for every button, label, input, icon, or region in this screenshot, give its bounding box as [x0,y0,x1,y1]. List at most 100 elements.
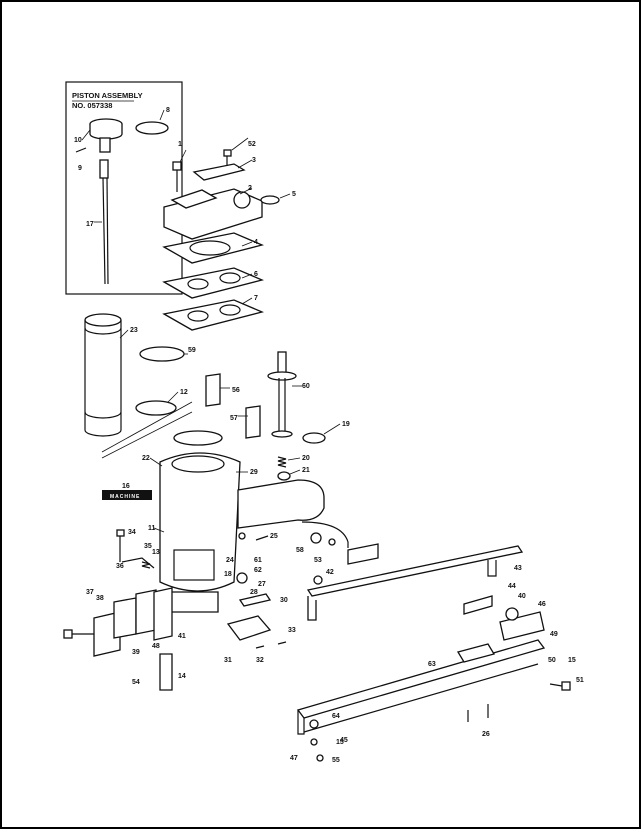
part-latch [463,595,493,615]
callout-56: 56 [232,387,240,394]
callout-33: 33 [288,627,296,634]
callout-36: 36 [116,563,124,570]
callout-10: 10 [74,137,82,144]
callout-42: 42 [326,569,334,576]
callout-45: 45 [340,737,348,744]
part-cylinder-cap [163,188,263,240]
inset-frame [65,81,183,295]
part-valve-plug [277,471,291,481]
part-long-screw [116,529,125,562]
part-trigger-valve [236,572,248,584]
part-trigger [238,593,272,607]
callout-37: 37 [86,589,94,596]
part-valve-o-ring [302,432,326,444]
callout-60: 60 [302,383,310,390]
part-filter [245,405,261,439]
callout-1: 1 [178,141,182,148]
callout-13: 13 [152,549,160,556]
callout-34: 34 [128,529,136,536]
part-bracket [456,643,496,663]
part-driver-blade [99,159,109,285]
part-contact-arm [159,653,173,691]
leader-lines [81,109,341,533]
callout-2: 2 [248,185,252,192]
inset-part-number: NO. 057338 [72,101,112,110]
callout-16: 16 [122,483,130,490]
callout-20: 20 [302,455,310,462]
part-cylinder-o-ring [139,346,185,362]
callout-15a: 15 [568,657,576,664]
part-gasket [162,299,265,331]
callout-41: 41 [178,633,186,640]
callout-9: 9 [78,165,82,172]
part-valve-spring [277,456,287,468]
callout-26: 26 [482,731,490,738]
callout-48: 48 [152,643,160,650]
callout-51: 51 [576,677,584,684]
callout-62: 62 [254,567,262,574]
callout-38: 38 [96,595,104,602]
callout-11: 11 [148,525,156,532]
part-o-ring [135,121,169,135]
callout-57: 57 [230,415,238,422]
part-cap-screw [172,161,182,192]
part-deflector [192,163,246,181]
callout-18: 18 [224,571,232,578]
decal-text: MACHINE [110,494,140,500]
callout-3: 3 [252,157,256,164]
part-screen [205,373,221,407]
part-trigger-housing [226,615,272,641]
callout-24: 24 [226,557,234,564]
part-frame-housing [159,430,349,613]
part-valve-stem [267,351,297,438]
callout-27: 27 [258,581,266,588]
callout-5: 5 [292,191,296,198]
callout-14: 14 [178,673,186,680]
callout-50: 50 [548,657,556,664]
part-magazine-rail [306,543,524,621]
callout-8: 8 [166,107,170,114]
callout-64: 64 [332,713,340,720]
callout-29: 29 [250,469,258,476]
callout-35: 35 [144,543,152,550]
part-pusher-track [296,639,546,735]
callout-19: 19 [342,421,350,428]
part-nose-screw [63,629,94,639]
part-trigger-roll-pin [255,645,265,649]
part-guide-plate [135,589,157,635]
callout-31: 31 [224,657,232,664]
part-latch-housing [499,611,545,641]
part-deflector-screw [223,149,232,166]
callout-43: 43 [514,565,522,572]
callout-25: 25 [270,533,278,540]
part-small-spring [238,532,246,540]
callout-61: 61 [254,557,262,564]
part-bumper-ring [135,400,177,416]
callout-30: 30 [280,597,288,604]
callout-12: 12 [180,389,188,396]
callout-53: 53 [314,557,322,564]
callout-28: 28 [250,589,258,596]
callout-59: 59 [188,347,196,354]
callout-46: 46 [538,601,546,608]
callout-40: 40 [518,593,526,600]
callout-labels: 1 2 3 4 5 6 7 8 9 10 11 12 13 14 15 15 1… [74,107,584,764]
part-track-washer [310,738,318,746]
callout-54: 54 [132,679,140,686]
callout-15b: 15 [336,739,344,746]
part-latch-spring [505,607,519,621]
callout-32: 32 [256,657,264,664]
part-exhaust-washer [328,538,336,546]
part-guide-block [153,587,173,641]
part-cap-gasket [162,232,265,264]
part-pin [75,147,87,153]
part-spring-35 [141,561,151,569]
part-seal-plate [162,267,265,299]
part-exhaust-screw [310,532,322,544]
callout-55: 55 [332,757,340,764]
part-track-nut [309,719,319,729]
part-spring-arm [121,557,155,569]
callout-39: 39 [132,649,140,656]
